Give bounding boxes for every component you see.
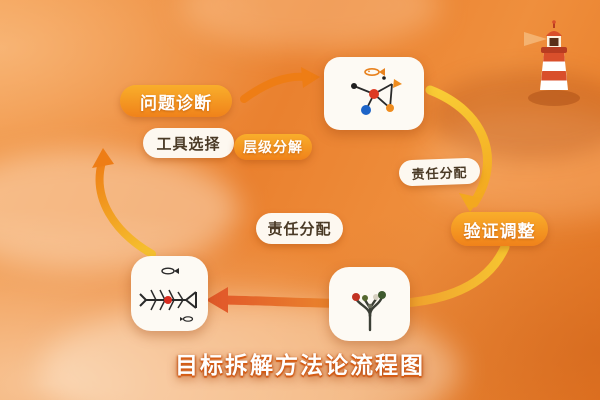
arrowhead — [301, 67, 320, 88]
lighthouse-icon — [524, 20, 580, 106]
arrow-fishbone-to-problem — [95, 158, 156, 258]
branch-tree-icon — [351, 291, 386, 332]
network-node-icon — [351, 67, 402, 115]
arrowhead — [206, 287, 228, 313]
branch-tree-card — [329, 267, 410, 341]
arrow-problem-to-network — [240, 72, 310, 103]
step-hierarchical-decomposition: 层级分解 — [234, 134, 312, 160]
fishbone-card — [131, 256, 208, 331]
hill-decoration — [430, 70, 600, 160]
fishbone-icon — [138, 266, 197, 322]
step-verification-adjustment: 验证调整 — [451, 212, 548, 246]
arrowhead — [459, 193, 481, 212]
step-tool-selection: 工具选择 — [143, 128, 234, 158]
step-responsibility-allocation-right: 责任分配 — [398, 157, 481, 187]
page-title: 目标拆解方法论流程图 — [175, 352, 425, 378]
network-node-card — [324, 57, 424, 130]
step-responsibility-allocation-center: 责任分配 — [256, 213, 343, 244]
arrow-network-to-verify — [425, 85, 492, 208]
step-problem-diagnosis: 问题诊断 — [120, 85, 232, 117]
arrowhead — [92, 148, 114, 168]
